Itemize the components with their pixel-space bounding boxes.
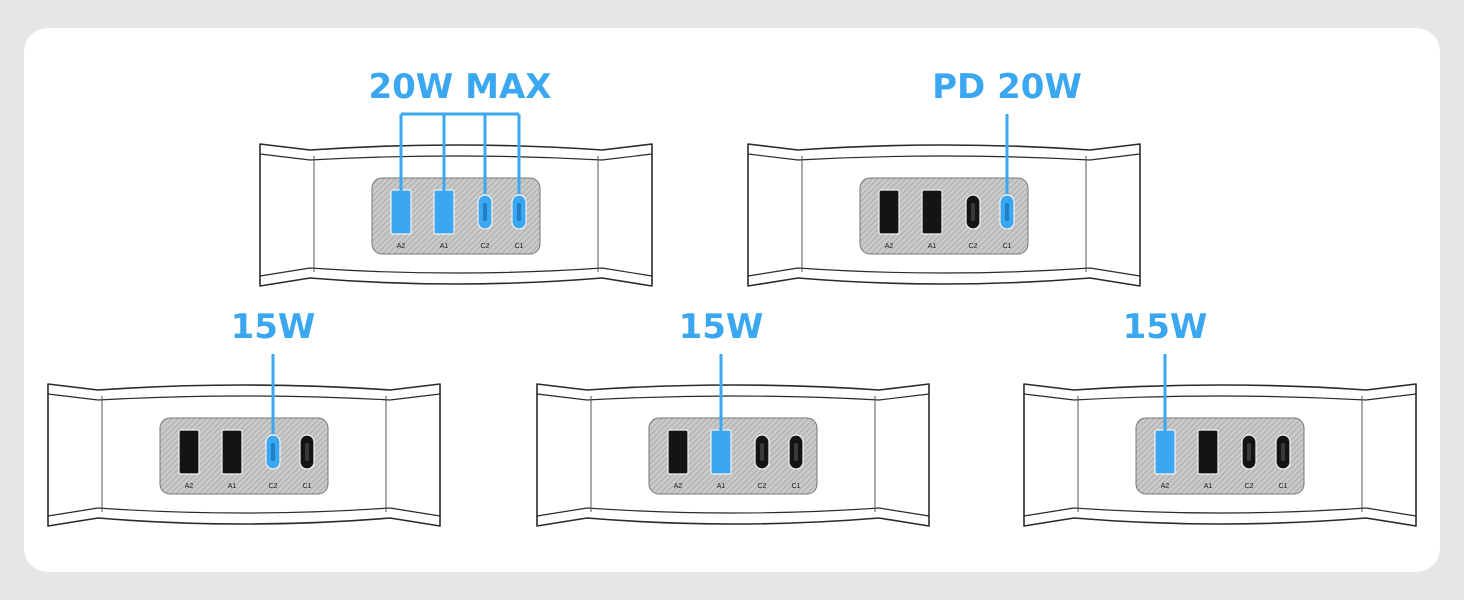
port-label: A1 xyxy=(717,483,726,490)
usb-c-tongue xyxy=(305,443,309,461)
usb-c-tongue xyxy=(760,443,764,461)
port-panel xyxy=(371,177,541,255)
top-edge xyxy=(47,393,441,401)
port-a1-active xyxy=(710,429,732,475)
top-edge xyxy=(259,153,653,161)
port-a1-active xyxy=(433,189,455,235)
charger-device: A2 A1 C2 C1 xyxy=(47,383,441,527)
bottom-edge xyxy=(259,267,653,277)
top-edge xyxy=(536,393,930,401)
port-label: C2 xyxy=(969,243,978,250)
usb-c-tongue xyxy=(517,203,521,221)
port-label: A1 xyxy=(440,243,449,250)
port-panel xyxy=(1135,417,1305,495)
port-label: C2 xyxy=(269,483,278,490)
port-label: A1 xyxy=(1204,483,1213,490)
port-a2-active xyxy=(390,189,412,235)
port-a2-active xyxy=(1154,429,1176,475)
usb-c-tongue xyxy=(971,203,975,221)
port-a2 xyxy=(178,429,200,475)
usb-c-tongue xyxy=(483,203,487,221)
port-a1 xyxy=(221,429,243,475)
top-edge xyxy=(747,153,1141,161)
charger-device: A2 A1 C2 C1 xyxy=(536,383,930,527)
port-label: A2 xyxy=(674,483,683,490)
port-label: C1 xyxy=(1003,243,1012,250)
port-a2 xyxy=(667,429,689,475)
port-a2 xyxy=(878,189,900,235)
port-panel xyxy=(648,417,818,495)
port-a1 xyxy=(921,189,943,235)
port-label: A1 xyxy=(228,483,237,490)
bottom-edge xyxy=(47,507,441,517)
power-label: 15W xyxy=(231,307,316,347)
port-label: C2 xyxy=(758,483,767,490)
bottom-edge xyxy=(1023,507,1417,517)
usb-c-tongue xyxy=(1281,443,1285,461)
port-label: C2 xyxy=(1245,483,1254,490)
port-panel xyxy=(859,177,1029,255)
port-label: A2 xyxy=(397,243,406,250)
port-label: C1 xyxy=(303,483,312,490)
power-label: PD 20W xyxy=(932,67,1082,107)
bottom-edge xyxy=(536,507,930,517)
power-label: 15W xyxy=(1123,307,1208,347)
port-label: C1 xyxy=(792,483,801,490)
port-label: A2 xyxy=(885,243,894,250)
usb-c-tongue xyxy=(1005,203,1009,221)
usb-c-tongue xyxy=(271,443,275,461)
bottom-edge xyxy=(747,267,1141,277)
top-edge xyxy=(1023,393,1417,401)
port-label: C1 xyxy=(1279,483,1288,490)
port-a1 xyxy=(1197,429,1219,475)
charger-device: A2 A1 C2 C1 xyxy=(747,143,1141,287)
charger-device: A2 A1 C2 C1 xyxy=(259,143,653,287)
port-label: A2 xyxy=(185,483,194,490)
usb-c-tongue xyxy=(1247,443,1251,461)
port-label: C1 xyxy=(515,243,524,250)
power-label: 20W MAX xyxy=(368,67,551,107)
port-label: A2 xyxy=(1161,483,1170,490)
port-label: A1 xyxy=(928,243,937,250)
power-label: 15W xyxy=(679,307,764,347)
charger-device: A2 A1 C2 C1 xyxy=(1023,383,1417,527)
port-panel xyxy=(159,417,329,495)
usb-c-tongue xyxy=(794,443,798,461)
port-label: C2 xyxy=(481,243,490,250)
